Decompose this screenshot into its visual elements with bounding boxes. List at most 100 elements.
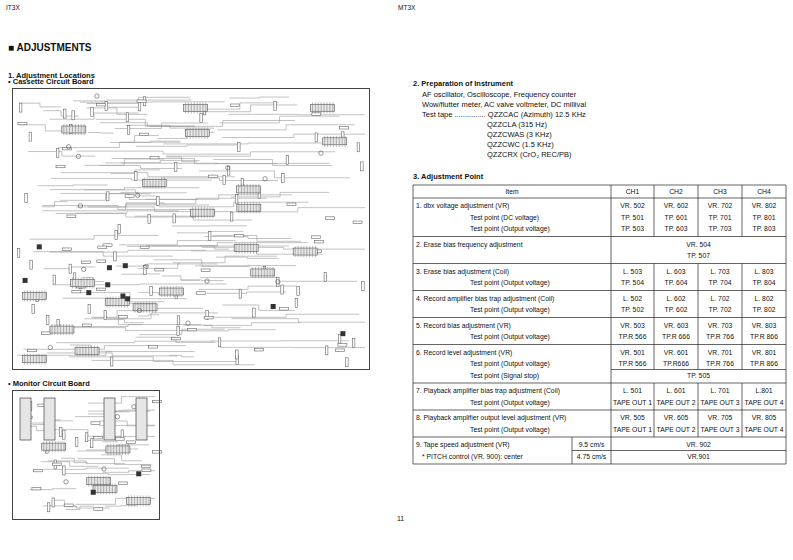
resistor-symbol	[204, 316, 213, 319]
table-cell: L. 603	[654, 266, 698, 278]
ic-pin	[85, 345, 86, 356]
ic-pin	[131, 495, 132, 506]
table-rule	[742, 397, 743, 411]
table-cell: TP. 501	[611, 212, 654, 224]
board-trace	[220, 116, 340, 123]
table-grid	[413, 185, 786, 464]
ic-pin	[315, 102, 316, 113]
ic-pin	[147, 177, 148, 188]
table-rule	[742, 318, 743, 332]
table-cell: L. 701	[698, 385, 742, 397]
board-trace	[138, 264, 218, 268]
ic-pin	[110, 444, 111, 455]
board-trace	[100, 123, 195, 127]
table-cell: VR. 601	[654, 347, 698, 359]
board-trace	[101, 455, 142, 461]
ic-pin	[69, 124, 70, 135]
table-cell: TP. 702	[698, 304, 742, 316]
table-cell: TP.R 566	[611, 358, 654, 370]
table-rule	[698, 223, 699, 237]
table-rule	[413, 383, 786, 384]
table-cell: VR. 602	[654, 200, 698, 212]
table-cell: Test point (Output voltage)	[470, 424, 609, 436]
resistor-symbol	[325, 346, 328, 355]
ic-pin	[247, 243, 248, 254]
ic-pin	[155, 302, 156, 313]
table-rule	[413, 464, 786, 465]
ic-pin	[75, 278, 76, 289]
resistor-symbol	[254, 348, 263, 351]
ic-pin	[250, 184, 251, 195]
ic-pin	[82, 345, 83, 356]
ic-pin	[97, 345, 98, 356]
resistor-symbol	[63, 466, 66, 475]
table-cell: Test point (Output voltage)	[470, 397, 609, 409]
table-cell: Test point (Output voltage)	[470, 304, 609, 316]
resistor-symbol	[110, 357, 113, 366]
component-block	[105, 282, 110, 287]
table-rule	[654, 277, 655, 291]
table-cell: Test point (Output voltage)	[470, 358, 609, 370]
board-trace	[29, 488, 76, 490]
ic-pin	[75, 124, 76, 135]
table-rule	[698, 345, 699, 359]
resistor-symbol	[125, 195, 134, 198]
resistor-symbol	[64, 504, 73, 507]
ic-pin	[264, 267, 265, 278]
board-trace	[91, 360, 254, 364]
resistor-symbol	[127, 441, 136, 444]
board-trace	[126, 125, 214, 128]
board-trace	[41, 462, 98, 467]
resistor-symbol	[357, 143, 360, 152]
resistor-symbol	[280, 308, 289, 311]
ic-symbol	[234, 245, 258, 252]
table-cell: VR. 805	[742, 412, 786, 424]
ic-pin	[207, 207, 208, 218]
resistor-symbol	[62, 248, 71, 251]
capacitor-symbol	[95, 94, 99, 98]
ic-pin	[324, 102, 325, 113]
resistor-symbol	[126, 113, 129, 122]
ic-pin	[144, 177, 145, 188]
ic-symbol	[142, 179, 166, 186]
table-cell: CH4	[742, 185, 786, 198]
ic-pin	[84, 278, 85, 289]
board-trace	[61, 173, 235, 177]
ic-pin	[27, 354, 28, 365]
capacitor-symbol	[115, 415, 119, 419]
board-trace	[217, 125, 355, 130]
board-trace	[173, 256, 277, 263]
table-rule	[742, 277, 743, 291]
ic-pin	[204, 207, 205, 218]
table-cell: TP. 507	[611, 250, 786, 262]
ic-pin	[330, 136, 331, 147]
capacitor-symbol	[76, 154, 80, 158]
ic-symbol	[136, 398, 147, 440]
table-cell: VR. 504	[611, 239, 786, 251]
ic-symbol	[251, 269, 275, 276]
board-trace	[166, 157, 197, 162]
resistor-symbol	[209, 175, 218, 178]
ic-pin	[176, 286, 177, 297]
ic-pin	[195, 128, 196, 139]
ic-pin	[192, 207, 193, 218]
ic-pin	[339, 136, 340, 147]
table-cell: CH2	[654, 185, 698, 198]
ic-pin	[143, 302, 144, 313]
label-text: IT3X	[6, 4, 20, 11]
ic-pin	[241, 202, 242, 213]
ic-pin	[179, 286, 180, 297]
resistor-symbol	[115, 231, 118, 240]
board-trace	[88, 132, 113, 134]
ic-symbol	[133, 304, 157, 311]
board-trace	[172, 225, 247, 226]
component-block	[37, 244, 42, 249]
label-text: QZZCLA (315 Hz)	[487, 121, 547, 130]
ic-pin	[106, 483, 107, 494]
component-block	[340, 331, 345, 336]
table-rule	[654, 397, 655, 411]
resistor-symbol	[137, 100, 146, 103]
table-rule	[413, 317, 786, 318]
table-rule	[698, 277, 699, 291]
table-cell: TP. 504	[611, 277, 654, 289]
